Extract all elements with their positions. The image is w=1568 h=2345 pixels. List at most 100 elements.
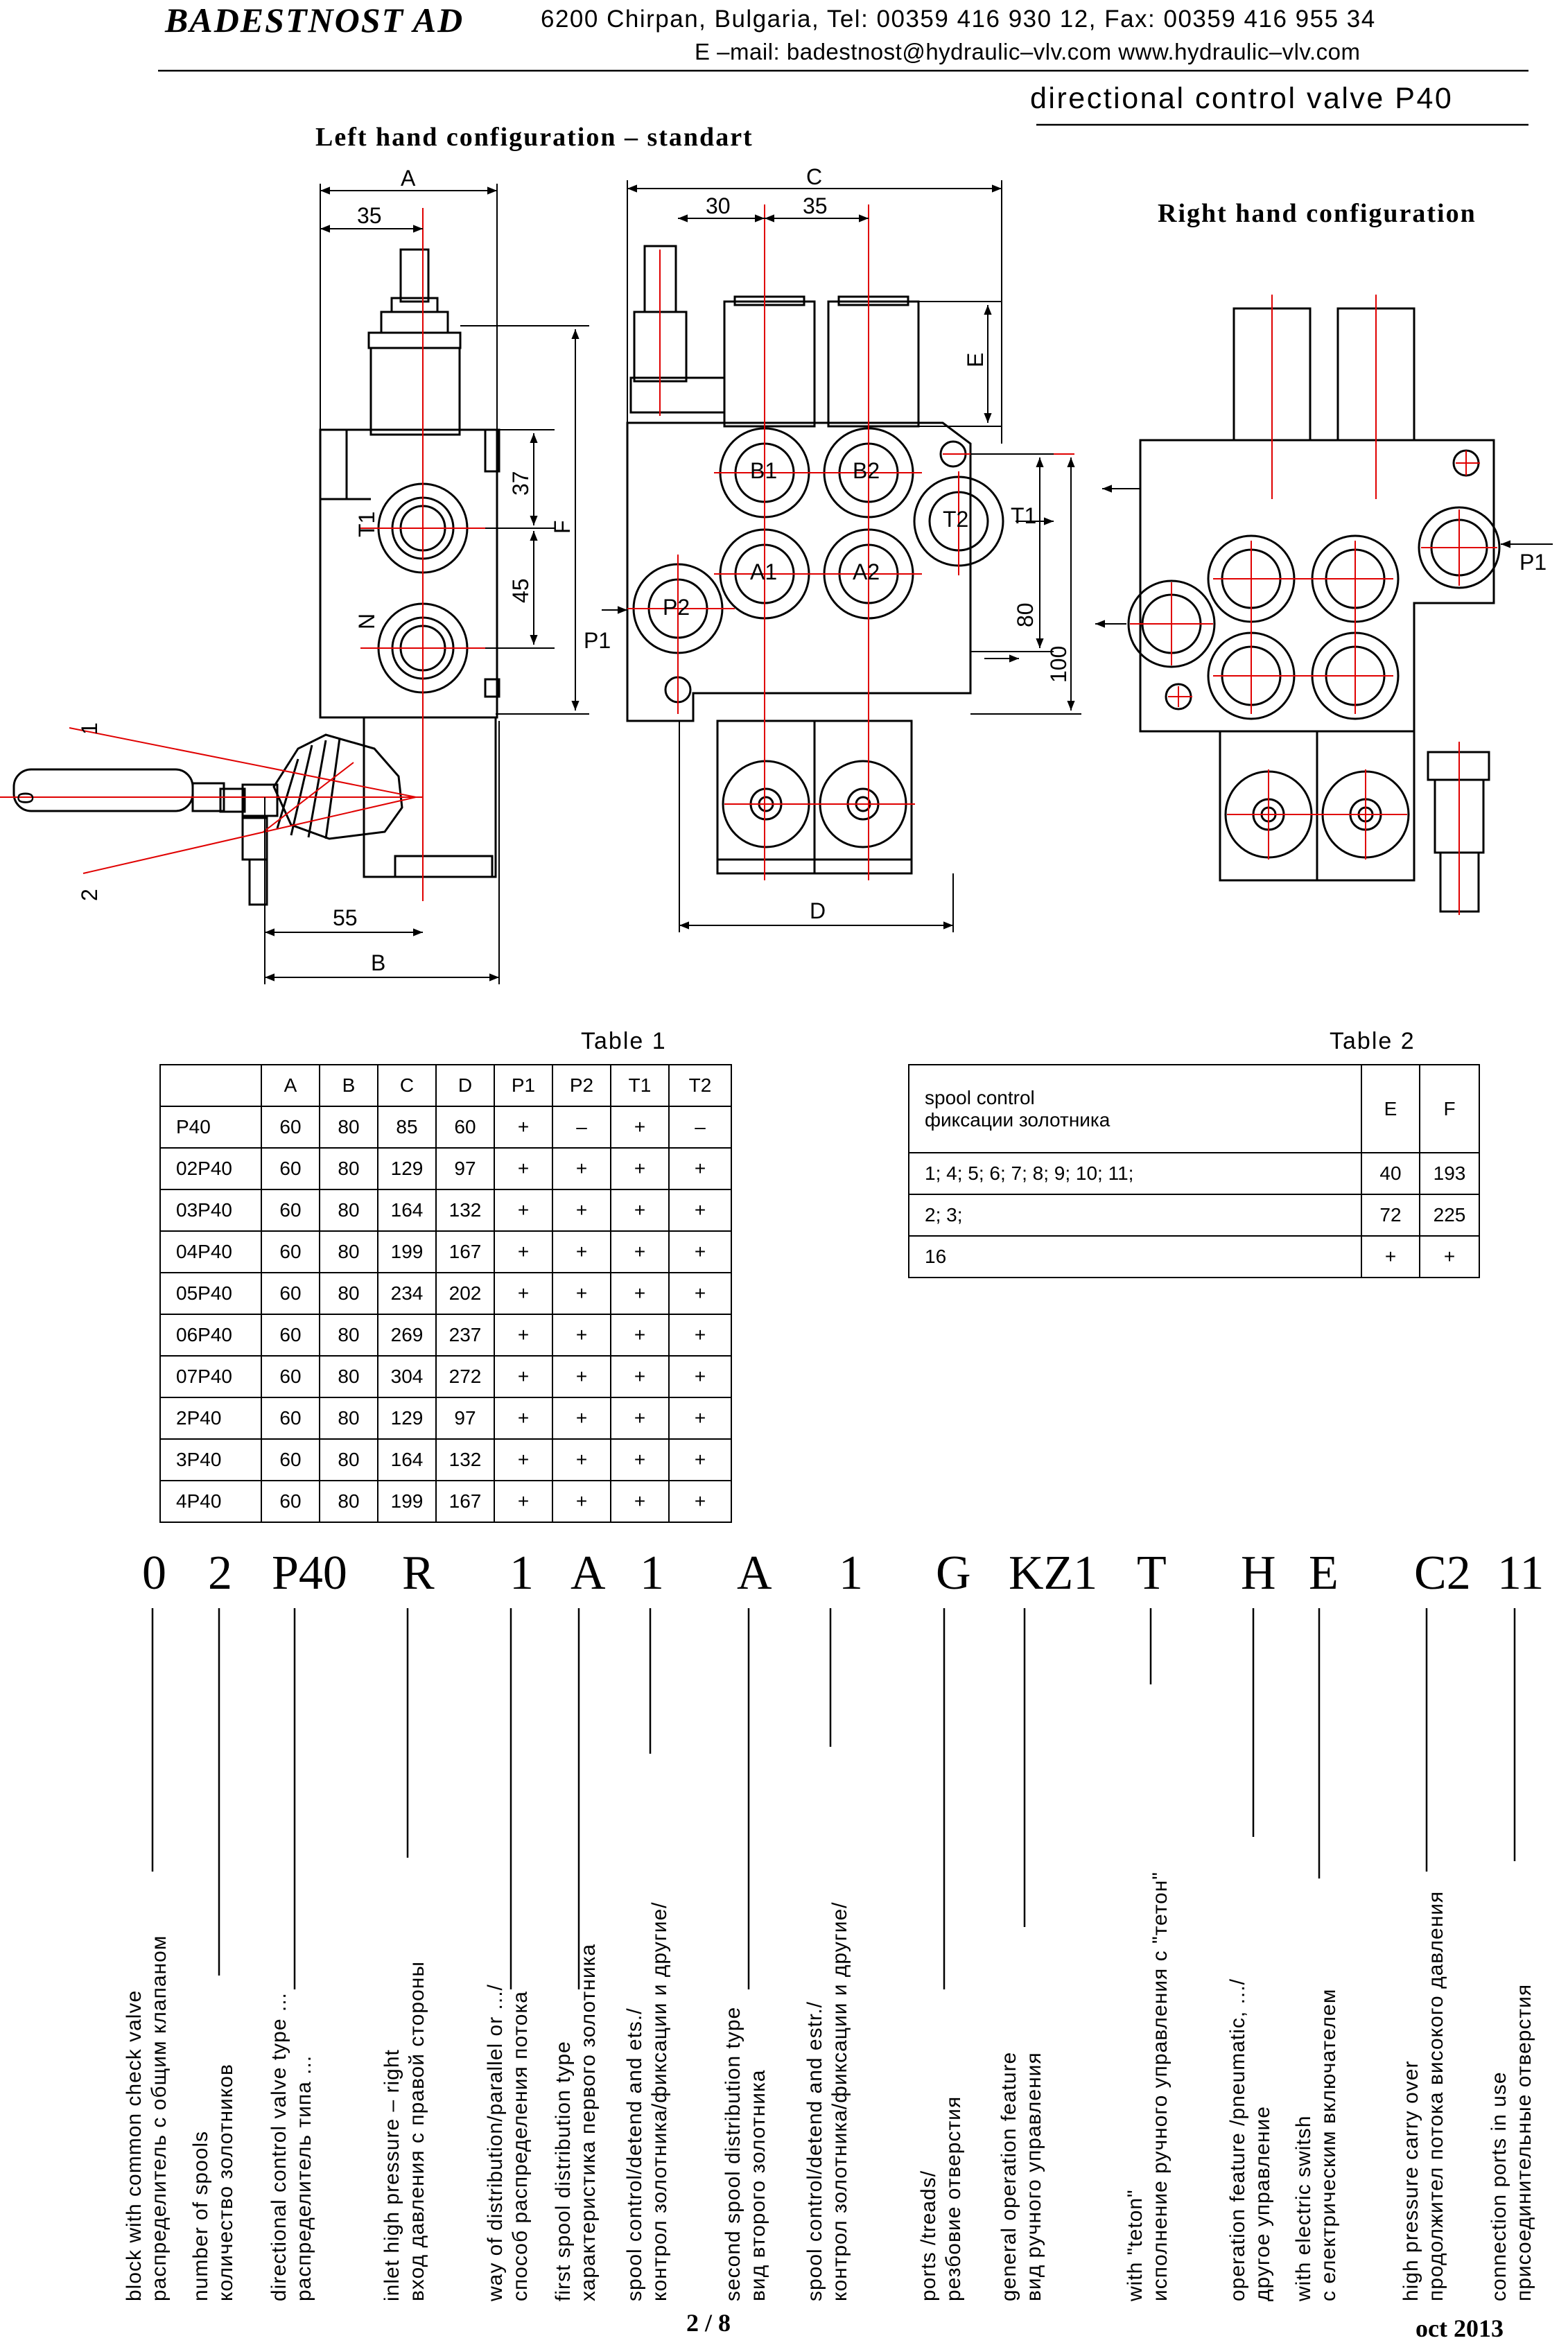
table1-cell: + [552,1397,611,1440]
table1-cell: 199 [377,1480,437,1523]
dim-label-B: B [371,950,385,975]
table1-cell: + [494,1397,553,1440]
code-label-line: распределитель с общим клапаном [148,1935,171,2301]
dim-label-C: C [806,164,822,189]
table2-cell-label: 2; 3; [908,1194,1362,1237]
table1-cell: + [610,1355,670,1398]
code-label-line: вход давления с правой стороны [406,1961,428,2301]
code-part-type: P40 [272,1546,347,1600]
code-label-line: присоединительные отверстия [1513,1983,1535,2301]
port-label-A2: A2 [853,559,880,584]
code-label-spool1-control: spool control/detend and ets./контрол зо… [622,1902,672,2301]
table1-cell: 164 [377,1438,437,1481]
table2-header-line2: фиксации золотника [925,1108,1110,1131]
table1-cell: 237 [435,1314,495,1357]
lever-position-0: 0 [13,792,38,804]
table1-cell: 04P40 [159,1230,262,1273]
table1-cell: 304 [377,1355,437,1398]
code-label-line: spool control/detend and ets./ [623,2007,646,2301]
table2-cell-f: 225 [1419,1194,1480,1237]
code-leader-lines [151,1608,1516,1989]
code-part-switch: E [1309,1546,1339,1600]
lever-position-1: 1 [77,722,102,735]
left-config-title: Left hand configuration – standart [315,123,753,152]
code-part-spools: 2 [208,1546,232,1600]
table1-cell: 06P40 [159,1314,262,1357]
dim-label-30: 30 [706,193,731,218]
code-label-teton: with "teton"исполнение ручного управлени… [1123,1872,1173,2301]
company-name: BADESTNOST AD [165,1,464,40]
table1-cell: 60 [261,1438,320,1481]
code-part-spool2-control: 1 [839,1546,863,1600]
code-label-line: inlet high pressure – right [381,2049,403,2301]
table1-cell: 272 [435,1355,495,1398]
table1-cell: 129 [377,1147,437,1190]
page-number: 2 / 8 [686,2309,731,2337]
port-label-N: N [354,613,379,629]
table1-cell: 129 [377,1397,437,1440]
port-label-T1-side: T1 [354,512,379,537]
code-label-line: распределитель типа ... [293,2055,315,2301]
table1-cell: 164 [377,1189,437,1232]
table1-cell: 4P40 [159,1480,262,1523]
table1-cell: 02P40 [159,1147,262,1190]
table2-cell-e: 72 [1361,1194,1420,1237]
table1-cell: 167 [435,1480,495,1523]
code-label-line: way of distribution/parallel or .../ [484,1984,507,2301]
table1-cell: + [552,1355,611,1398]
table1-cell: 132 [435,1438,495,1481]
code-label-line: second spool distribution type [722,2006,744,2301]
table1-cell: 80 [319,1230,378,1273]
table2-header-line1: spool control [925,1086,1035,1108]
dim-label-35b: 35 [803,193,828,218]
code-part-carry-over: C2 [1414,1546,1471,1600]
code-label-distribution: way of distribution/parallel or .../спос… [483,1984,533,2301]
table1-cell: + [668,1314,732,1357]
code-label-line: с електрическим включателем [1317,1988,1340,2301]
code-label-line: ports /treads/ [917,2170,940,2301]
table1-cell: 60 [261,1397,320,1440]
dim-label-D: D [810,898,826,923]
code-part-spool2-type: A [737,1546,772,1600]
table1-header-cell: D [435,1064,495,1107]
table1-cell: 199 [377,1230,437,1273]
table1-cell: + [494,1147,553,1190]
table1-cell: – [552,1106,611,1149]
company-address: 6200 Chirpan, Bulgaria, Tel: 00359 416 9… [541,6,1376,33]
table1-cell: + [552,1480,611,1523]
table1-cell: + [552,1272,611,1315]
table1-cell: 80 [319,1314,378,1357]
table1-cell: + [668,1355,732,1398]
table1-cell: + [494,1230,553,1273]
code-label-line: connection ports in use [1488,2071,1510,2301]
port-label-B2: B2 [853,458,880,483]
code-label-line: block with common check valve [123,1989,146,2301]
code-part-ports: G [936,1546,971,1600]
code-label-ports: ports /treads/резбовие отверстия [916,2096,966,2301]
table1-cell: 2P40 [159,1397,262,1440]
table1-cell: + [610,1438,670,1481]
table2-cell-e: + [1361,1235,1420,1278]
table2-row: 1; 4; 5; 6; 7; 8; 9; 10; 11; 40 193 [908,1152,1480,1195]
table1-cell: 80 [319,1189,378,1232]
table1-cell: + [668,1147,732,1190]
code-label-line: spool control/detend and estr./ [803,2001,826,2301]
table1-cell: 202 [435,1272,495,1315]
code-part-teton: T [1137,1546,1167,1600]
table1-cell: + [610,1230,670,1273]
document-date: oct 2013 [1415,2315,1504,2342]
table1-cell: + [610,1272,670,1315]
code-part-spool1-control: 1 [640,1546,664,1600]
table1-cell: + [610,1189,670,1232]
